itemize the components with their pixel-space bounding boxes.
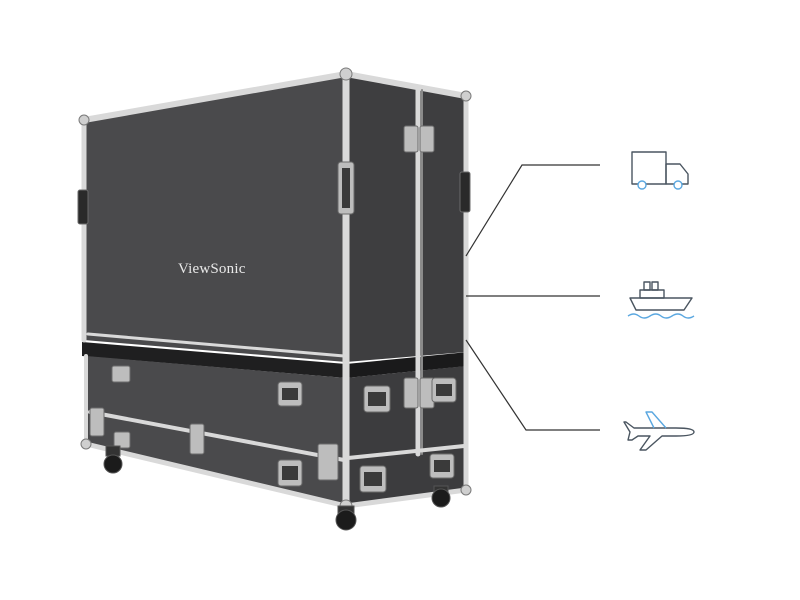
latch-lower-side-1 [403, 377, 419, 409]
airplane-icon [623, 411, 695, 451]
callout-line-airplane [465, 339, 600, 431]
brand-logo-text: ViewSonic [178, 261, 246, 277]
casters [103, 445, 451, 531]
case-front-face [84, 74, 346, 362]
latch-lower-front-2 [89, 407, 105, 437]
ship-icon [627, 281, 695, 319]
side-handle-right-edge [459, 171, 471, 213]
side-handle-left-edge [77, 189, 89, 225]
latch-lower-front-4 [113, 431, 131, 449]
latch-side-upper-left [403, 125, 419, 153]
latch-lower-front-3 [189, 423, 205, 455]
callout-line-truck [465, 164, 600, 257]
lid-seam-band-side [346, 352, 468, 378]
latch-lower-front-1 [111, 365, 131, 383]
caster-wheel-front-left [103, 454, 123, 474]
flight-case: ViewSonic [77, 67, 472, 531]
case-side-face [346, 74, 466, 362]
callout-lines [465, 164, 600, 431]
case-hardware [77, 125, 471, 493]
lid-seam-band-front [82, 342, 346, 378]
truck-icon [631, 151, 689, 190]
aluminum-trim [81, 70, 469, 510]
latch-lower-front-5 [317, 443, 339, 481]
caster-wheel-back-right [431, 488, 451, 508]
latch-side-upper-right [419, 125, 435, 153]
caster-wheel-front-right [335, 509, 357, 531]
